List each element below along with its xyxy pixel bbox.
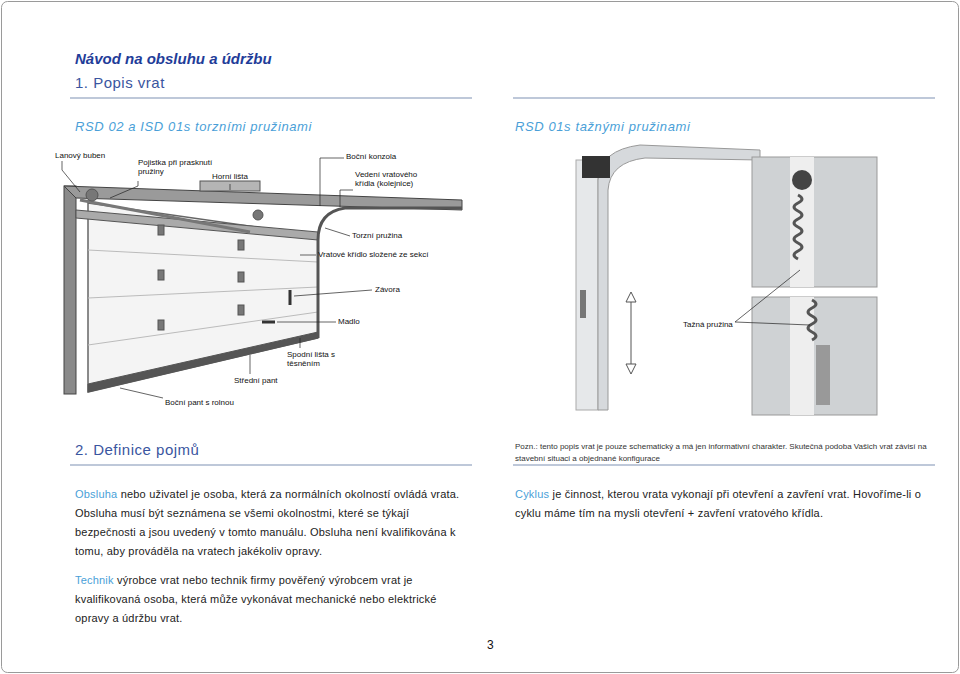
part-label: Střední pant (234, 376, 278, 385)
part-label: Tažná pružina (683, 320, 733, 329)
term: Technik (75, 574, 114, 586)
part-label: Vratové křídlo složené ze sekcí (318, 250, 428, 259)
term: Obsluha (75, 488, 117, 500)
part-label: Lanový buben (55, 151, 105, 160)
subheading: RSD 02 a ISD 01s torzními pružinami (75, 119, 312, 135)
definition-text: nebo uživatel je osoba, která za normáln… (75, 488, 459, 557)
section-heading: 2. Definice pojmů (75, 441, 199, 459)
subheading: RSD 01s tažnými pružinami (515, 119, 690, 135)
definition-paragraph: Obsluhanebo uživatel je osoba, která za … (75, 485, 470, 561)
part-label: Závora (375, 285, 400, 294)
part-label: Madlo (338, 317, 360, 326)
part-label: Pojistka při prasknutí pružiny (138, 158, 216, 176)
part-label: Spodní lišta s těsněním (287, 350, 347, 368)
part-label: Vedení vratového křídla (kolejnice) (355, 170, 437, 188)
part-label: Boční konzola (346, 152, 396, 161)
definition-paragraph: Technikvýrobce vrat nebo technik firmy p… (75, 571, 470, 628)
definition-paragraph: Cyklusje činnost, kterou vrata vykonají … (515, 485, 935, 523)
definition-text: výrobce vrat nebo technik firmy pověřený… (75, 574, 437, 624)
definition-text: je činnost, kterou vrata vykonají při ot… (515, 488, 921, 519)
part-label: Horní lišta (212, 172, 248, 181)
note-text: Pozn.: tento popis vrat je pouze schemat… (515, 441, 935, 465)
page-number: 3 (487, 638, 494, 652)
part-label: Boční pant s rolnou (165, 398, 234, 407)
term: Cyklus (515, 488, 549, 500)
section-heading: 1. Popis vrat (75, 74, 165, 92)
page-title: Návod na obsluhu a údržbu (75, 50, 272, 68)
part-label: Torzní pružina (352, 231, 402, 240)
